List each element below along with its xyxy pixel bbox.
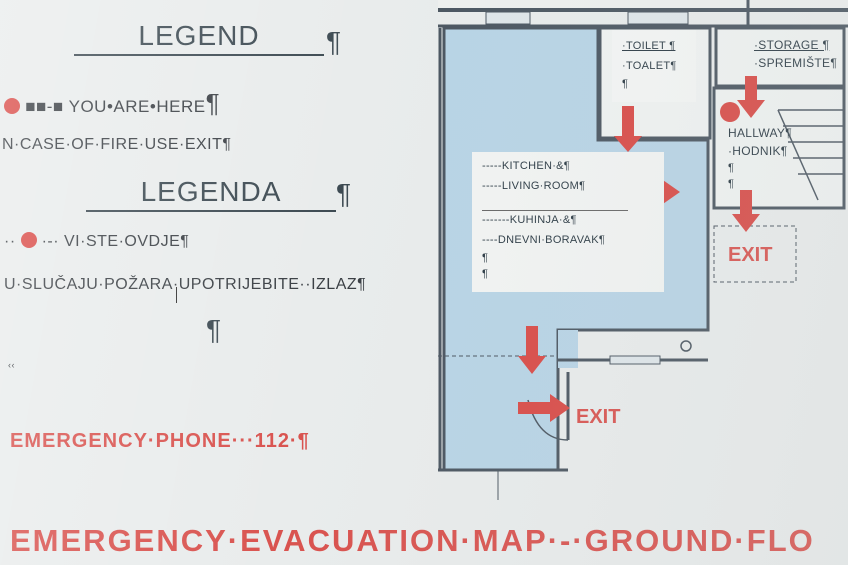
living-pilcrow: ¶ xyxy=(482,252,489,264)
window-top-2 xyxy=(627,11,689,25)
window-top-1 xyxy=(485,11,531,25)
exit-label-hallway: EXIT xyxy=(728,244,773,266)
hallway-label-en: HALLWAY¶ xyxy=(728,126,792,140)
footer-title: EMERGENCY·EVACUATION·MAP·-·GROUND·FLO xyxy=(10,523,815,558)
legend-title-en-text: LEGEND xyxy=(138,20,260,51)
evacuation-arrows xyxy=(518,76,765,422)
dot-leader: ·-· xyxy=(41,233,60,250)
label-separator xyxy=(482,210,628,211)
hallway-label-hr: ·HODNIK¶ xyxy=(728,144,788,158)
hallway-pilcrow-2: ¶ xyxy=(728,178,735,190)
exit-zone xyxy=(713,225,797,283)
red-dot-icon xyxy=(20,232,37,248)
fixture-icon xyxy=(680,340,692,352)
floor-plan: ·TOILET ¶ ·TOALET¶ ¶ ·STORAGE ¶ ·SPREMIŠ… xyxy=(438,0,848,500)
hallway-pilcrow: ¶ xyxy=(728,162,735,174)
living-label-box xyxy=(472,152,664,292)
storage-room xyxy=(714,26,846,88)
arrow-down-storage xyxy=(737,76,765,118)
fire-exit-en: N·CASE·OF·FIRE·USE·EXIT¶ xyxy=(2,136,232,153)
arrow-down-entry xyxy=(518,326,546,374)
exit-label-entry: EXIT xyxy=(576,406,621,428)
red-dot-icon xyxy=(4,98,20,114)
arrow-down-toilet xyxy=(614,106,642,152)
small-mark: ‹‹ xyxy=(8,360,15,370)
pilcrow-mark: ¶ xyxy=(206,314,222,345)
text-cursor-icon xyxy=(176,287,177,303)
pilcrow-mark: ¶ xyxy=(326,26,342,57)
legend-title-hr-text: LEGENDA xyxy=(140,176,282,207)
living-label-hr: ----DNEVNI·BORAVAK¶ xyxy=(482,234,606,246)
entry-area xyxy=(558,330,578,368)
toilet-label-en: ·TOILET ¶ xyxy=(622,40,676,52)
fire-exit-hr: U·SLUČAJU·POŽARA·UPOTRIJEBITE··IZLAZ¶ xyxy=(4,276,367,293)
vi-ste-ovdje-text: VI·STE·OVDJE¶ xyxy=(64,233,190,250)
toilet-label-bg xyxy=(612,30,696,102)
you-are-here-text: YOU•ARE•HERE xyxy=(68,97,206,116)
vi-ste-ovdje-row: ·· ·-· VI·STE·OVDJE¶ xyxy=(4,232,189,251)
you-are-here-dot xyxy=(720,102,740,122)
toilet-label-hr: ·TOALET¶ xyxy=(622,60,677,72)
staircase xyxy=(777,109,844,201)
pilcrow-mark: ¶ xyxy=(205,88,221,118)
arrow-right-exit xyxy=(518,394,570,422)
legend-title-en: LEGEND xyxy=(74,20,324,56)
kitchen-label-en: -----KITCHEN·&¶ xyxy=(482,160,571,172)
outer-wall-top xyxy=(438,0,848,8)
storage-label-hr: ·SPREMIŠTE¶ xyxy=(754,56,838,70)
dot-leader: ·· xyxy=(4,233,16,250)
dot-leader: ■■-■ xyxy=(25,97,64,116)
toilet-pilcrow: ¶ xyxy=(622,78,629,90)
legend-title-hr: LEGENDA xyxy=(86,176,336,212)
arrow-down-hallway xyxy=(732,190,760,232)
pilcrow-mark: ¶ xyxy=(336,178,352,209)
living-label-en: -----LIVING·ROOM¶ xyxy=(482,180,586,192)
storage-label-en: ·STORAGE ¶ xyxy=(754,38,830,52)
emergency-phone: EMERGENCY·PHONE···112·¶ xyxy=(10,430,310,452)
window-lower xyxy=(609,355,661,365)
floor-plan-svg xyxy=(438,0,848,500)
living-pilcrow-2: ¶ xyxy=(482,268,489,280)
you-are-here-row: ■■-■ YOU•ARE•HERE¶ xyxy=(4,88,220,119)
kitchen-label-hr: -------KUHINJA·&¶ xyxy=(482,214,577,226)
